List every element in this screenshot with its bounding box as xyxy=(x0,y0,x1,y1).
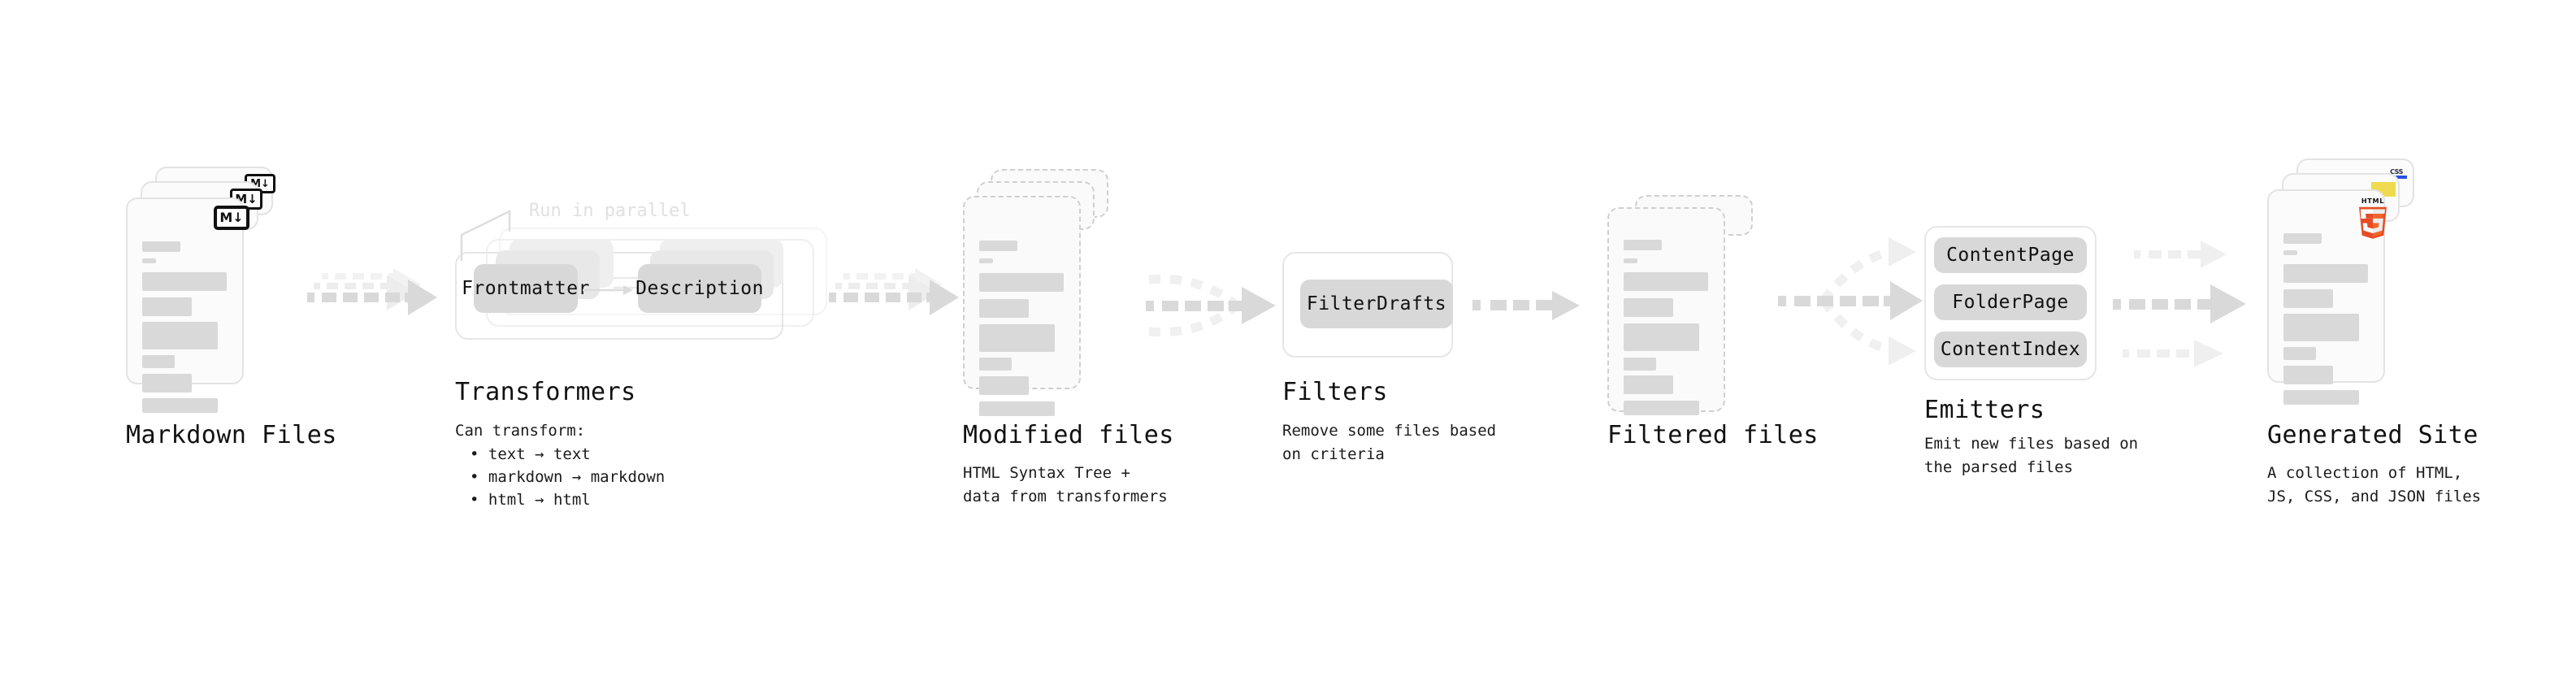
doc-skeleton-line xyxy=(2283,390,2359,405)
doc-skeleton-line xyxy=(979,299,1029,318)
doc-skeleton-line xyxy=(142,374,192,393)
doc-skeleton-line xyxy=(1624,272,1708,291)
doc-skeleton-line xyxy=(979,324,1055,352)
arrow-modified-to-filters xyxy=(1146,274,1276,337)
doc-skeleton-line xyxy=(142,297,192,316)
doc-skeleton-line xyxy=(142,398,218,413)
filter-pill-filterdrafts[interactable]: FilterDrafts xyxy=(1300,280,1453,328)
doc-skeleton-line xyxy=(1624,358,1656,371)
arrow-filters-to-filtered xyxy=(1472,291,1580,320)
doc-skeleton-line xyxy=(142,272,227,291)
doc-skeleton-line xyxy=(1624,401,1699,415)
doc-skeleton-line xyxy=(2283,347,2316,360)
stage-title-markdown-files: Markdown Files xyxy=(126,421,337,449)
transformer-group-front xyxy=(455,252,783,340)
arrow-emitters-to-site xyxy=(2113,241,2246,367)
transformer-inner-arrow-front xyxy=(583,285,633,295)
stage-title-transformers: Transformers xyxy=(455,378,636,406)
doc-skeleton-line xyxy=(142,322,218,349)
doc-skeleton-line xyxy=(2283,289,2333,308)
svg-text:HTML: HTML xyxy=(2361,197,2384,205)
arrow-markdown-to-transformers xyxy=(307,268,437,315)
emitter-pill-folderpage[interactable]: FolderPage xyxy=(1934,284,2087,320)
markdown-badge: M↓ xyxy=(214,206,249,230)
run-in-parallel-bracket xyxy=(460,209,511,261)
stage-title-modified-files: Modified files xyxy=(963,421,1174,449)
emitter-pill-contentindex[interactable]: ContentIndex xyxy=(1934,332,2087,367)
doc-skeleton-line xyxy=(979,273,1064,292)
doc-skeleton-line xyxy=(1624,323,1699,351)
doc-skeleton-line xyxy=(979,358,1012,371)
modified-files-subtitle: HTML Syntax Tree + data from transformer… xyxy=(963,464,1168,506)
doc-skeleton-line xyxy=(142,258,156,263)
doc-skeleton-line xyxy=(1624,258,1637,263)
stage-title-filtered-files: Filtered files xyxy=(1607,421,1819,449)
transformer-pill-description[interactable]: Description xyxy=(635,264,763,313)
generated-site-subtitle: A collection of HTML, JS, CSS, and JSON … xyxy=(2267,464,2482,506)
doc-skeleton-line xyxy=(2283,233,2322,244)
doc-skeleton-line xyxy=(2283,264,2368,283)
arrow-transformers-to-modified xyxy=(829,268,959,315)
doc-skeleton-line xyxy=(979,401,1055,416)
doc-skeleton-line xyxy=(1624,375,1673,394)
doc-skeleton-line xyxy=(979,376,1029,395)
doc-skeleton-line xyxy=(1624,298,1673,317)
emitters-group xyxy=(1924,226,2097,380)
doc-skeleton-line xyxy=(979,241,1017,251)
doc-skeleton-line xyxy=(142,241,180,252)
css-badge-label: CSS xyxy=(2390,168,2403,176)
modified-file-card-front xyxy=(963,196,1081,389)
doc-skeleton-line xyxy=(979,258,993,263)
doc-skeleton-line xyxy=(2283,314,2359,341)
stage-title-generated-site: Generated Site xyxy=(2267,421,2478,449)
html5-icon: HTML xyxy=(2359,197,2387,239)
transformers-bullet-2: • html → html xyxy=(470,491,591,509)
doc-skeleton-line xyxy=(142,355,175,368)
doc-skeleton-line xyxy=(1624,240,1662,250)
transformers-bullet-1: • markdown → markdown xyxy=(470,468,666,486)
filters-subtitle: Remove some files based on criteria xyxy=(1282,422,1497,464)
transformers-subtitle-lead: Can transform: xyxy=(455,422,586,440)
emitters-subtitle: Emit new files based on the parsed files xyxy=(1924,435,2139,477)
doc-skeleton-line xyxy=(2283,366,2333,384)
arrow-filtered-to-emitters xyxy=(1778,237,1923,366)
stage-title-filters: Filters xyxy=(1282,378,1388,406)
doc-skeleton-line xyxy=(2283,250,2297,255)
transformers-bullet-0: • text → text xyxy=(470,445,591,463)
run-in-parallel-label: Run in parallel xyxy=(529,201,691,221)
emitter-pill-contentpage[interactable]: ContentPage xyxy=(1934,237,2087,273)
stage-title-emitters: Emitters xyxy=(1924,396,2045,424)
transformer-pill-frontmatter[interactable]: Frontmatter xyxy=(462,264,589,313)
